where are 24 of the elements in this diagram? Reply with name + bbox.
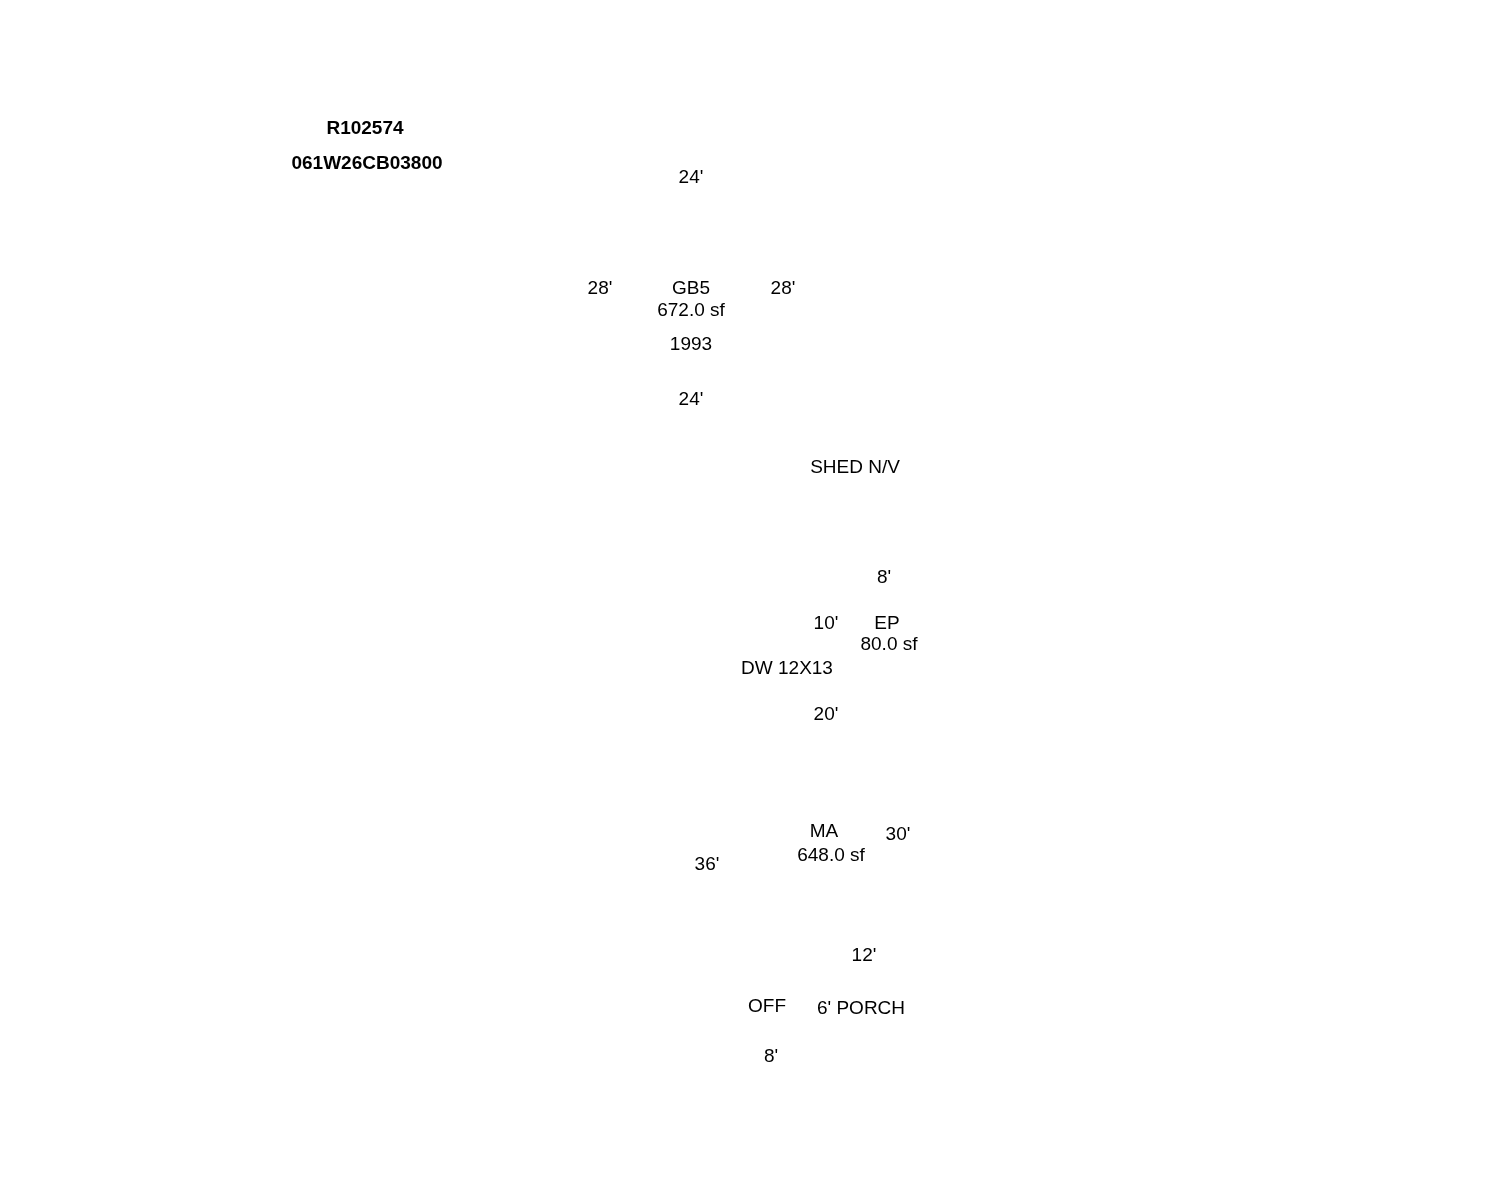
dimension-label: 20': [813, 703, 839, 725]
dimension-label: 28': [587, 277, 613, 299]
dimension-label: 24': [678, 166, 704, 188]
year-label: 1993: [669, 333, 713, 355]
area-code: DW 12X13: [741, 657, 833, 679]
area-code: MA: [809, 820, 839, 842]
area-code: 6' PORCH: [816, 997, 906, 1019]
dimension-label: 12': [851, 944, 877, 966]
dimension-label: 8': [763, 1045, 779, 1067]
area-code: OFF: [748, 995, 786, 1017]
area-code: EP: [874, 612, 900, 634]
dimension-label: 10': [813, 612, 839, 634]
dimension-label: 24': [678, 388, 704, 410]
map-number: 061W26CB03800: [291, 152, 443, 174]
area-code: SHED N/V: [810, 456, 900, 478]
area-value: 672.0 sf: [657, 299, 725, 321]
area-value: 648.0 sf: [797, 844, 865, 866]
dimension-label: 30': [885, 823, 911, 845]
dimension-label: 28': [770, 277, 796, 299]
dimension-label: 8': [876, 566, 892, 588]
area-code: GB5: [672, 277, 710, 299]
area-value: 80.0 sf: [860, 633, 918, 655]
dimension-label: 36': [694, 853, 720, 875]
parcel-id: R102574: [326, 117, 404, 139]
